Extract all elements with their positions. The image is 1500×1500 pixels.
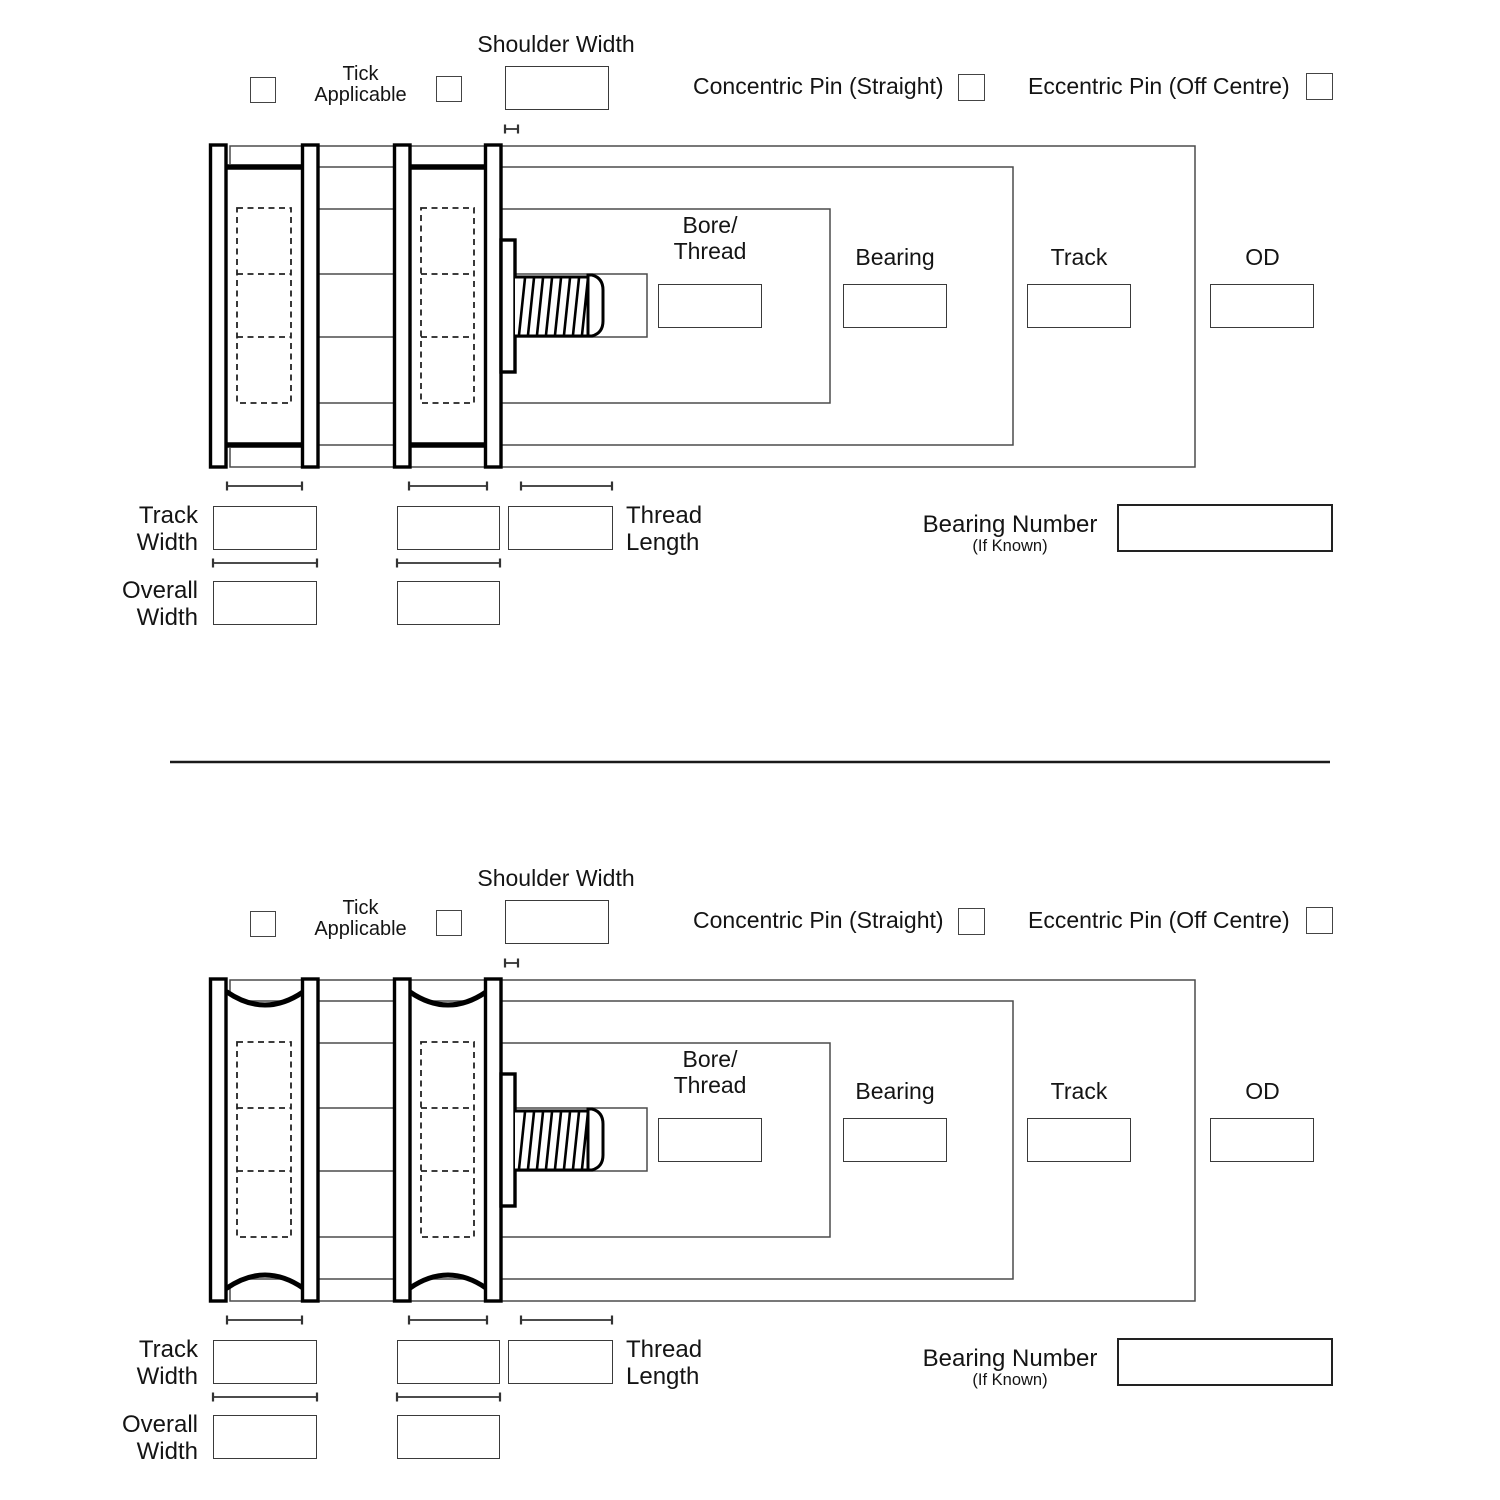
wheel-assembly-concave [208, 958, 1196, 1402]
overall-width-label: Overall Width [121, 577, 198, 631]
overall-width-input-wheel2[interactable] [397, 1415, 500, 1459]
section-concave-wheel: Tick Applicable Shoulder Width Concentri… [0, 834, 1500, 1500]
eccentric-pin-checkbox[interactable] [1306, 73, 1333, 100]
thread-length-dimension-marker [519, 1315, 614, 1325]
thread-length-dimension-marker [519, 481, 614, 491]
eccentric-pin-checkbox[interactable] [1306, 907, 1333, 934]
tick-applicable-label: Tick Applicable [314, 897, 407, 940]
bearing-number-sublabel: (If Known) [972, 1371, 1048, 1389]
shoulder-width-label: Shoulder Width [477, 865, 635, 891]
tick-checkbox-right[interactable] [436, 76, 462, 102]
track-width-input-wheel1[interactable] [213, 1340, 317, 1384]
track-width-dimension-marker-wheel2 [407, 481, 489, 491]
track-width-dimension-marker-wheel2 [407, 1315, 489, 1325]
track-width-input-wheel2[interactable] [397, 506, 500, 550]
thread-length-input[interactable] [508, 506, 613, 550]
track-width-input-wheel2[interactable] [397, 1340, 500, 1384]
concentric-pin-checkbox[interactable] [958, 74, 985, 101]
bearing-input[interactable] [843, 284, 947, 328]
overall-width-dimension-marker-wheel2 [395, 1392, 502, 1402]
track-width-dimension-marker-wheel1 [225, 1315, 304, 1325]
tick-checkbox-right[interactable] [436, 910, 462, 936]
overall-width-input-wheel1[interactable] [213, 581, 317, 625]
bore-thread-input[interactable] [658, 284, 762, 328]
concentric-pin-checkbox[interactable] [958, 908, 985, 935]
overall-width-input-wheel1[interactable] [213, 1415, 317, 1459]
overall-width-label: Overall Width [121, 1411, 198, 1465]
track-width-label: Track Width [136, 502, 198, 556]
overall-width-dimension-marker-wheel1 [211, 558, 319, 568]
shoulder-width-label: Shoulder Width [477, 31, 635, 57]
track-input[interactable] [1027, 1118, 1131, 1162]
track-label: Track [1050, 244, 1108, 270]
track-width-label: Track Width [136, 1336, 198, 1390]
thread-length-input[interactable] [508, 1340, 613, 1384]
bearing-number-label: Bearing Number(If Known) [890, 1346, 1130, 1389]
overall-width-dimension-marker-wheel1 [211, 1392, 319, 1402]
bearing-number-label: Bearing Number(If Known) [890, 512, 1130, 555]
section-flat-wheel: Tick Applicable Shoulder Width Concentri… [0, 0, 1500, 700]
track-label: Track [1050, 1078, 1108, 1104]
od-label: OD [1245, 244, 1280, 270]
bearing-label: Bearing [855, 244, 935, 270]
tick-checkbox-left[interactable] [250, 911, 276, 937]
tick-applicable-label: Tick Applicable [314, 63, 407, 106]
od-label: OD [1245, 1078, 1280, 1104]
tick-checkbox-left[interactable] [250, 77, 276, 103]
shoulder-width-dimension-marker [503, 958, 520, 968]
thread-length-label: Thread Length [626, 502, 703, 556]
bore-thread-label: Bore/ Thread [673, 1046, 747, 1098]
bearing-number-input[interactable] [1117, 504, 1333, 552]
wheel-assembly-flat [208, 124, 1196, 568]
eccentric-pin-label: Eccentric Pin (Off Centre) [1028, 73, 1290, 99]
thread-length-label: Thread Length [626, 1336, 703, 1390]
overall-width-input-wheel2[interactable] [397, 581, 500, 625]
bearing-number-title: Bearing Number [922, 1345, 1098, 1372]
bore-thread-label: Bore/ Thread [673, 212, 747, 264]
shoulder-width-input[interactable] [505, 66, 609, 110]
concentric-pin-label: Concentric Pin (Straight) [693, 73, 944, 99]
overall-width-dimension-marker-wheel2 [395, 558, 502, 568]
bearing-input[interactable] [843, 1118, 947, 1162]
bearing-number-input[interactable] [1117, 1338, 1333, 1386]
bearing-label: Bearing [855, 1078, 935, 1104]
track-width-input-wheel1[interactable] [213, 506, 317, 550]
track-input[interactable] [1027, 284, 1131, 328]
od-input[interactable] [1210, 284, 1314, 328]
track-width-dimension-marker-wheel1 [225, 481, 304, 491]
bearing-number-title: Bearing Number [922, 511, 1098, 538]
concentric-pin-label: Concentric Pin (Straight) [693, 907, 944, 933]
shoulder-width-input[interactable] [505, 900, 609, 944]
bore-thread-input[interactable] [658, 1118, 762, 1162]
bearing-number-sublabel: (If Known) [972, 537, 1048, 555]
eccentric-pin-label: Eccentric Pin (Off Centre) [1028, 907, 1290, 933]
shoulder-width-dimension-marker [503, 124, 520, 134]
od-input[interactable] [1210, 1118, 1314, 1162]
